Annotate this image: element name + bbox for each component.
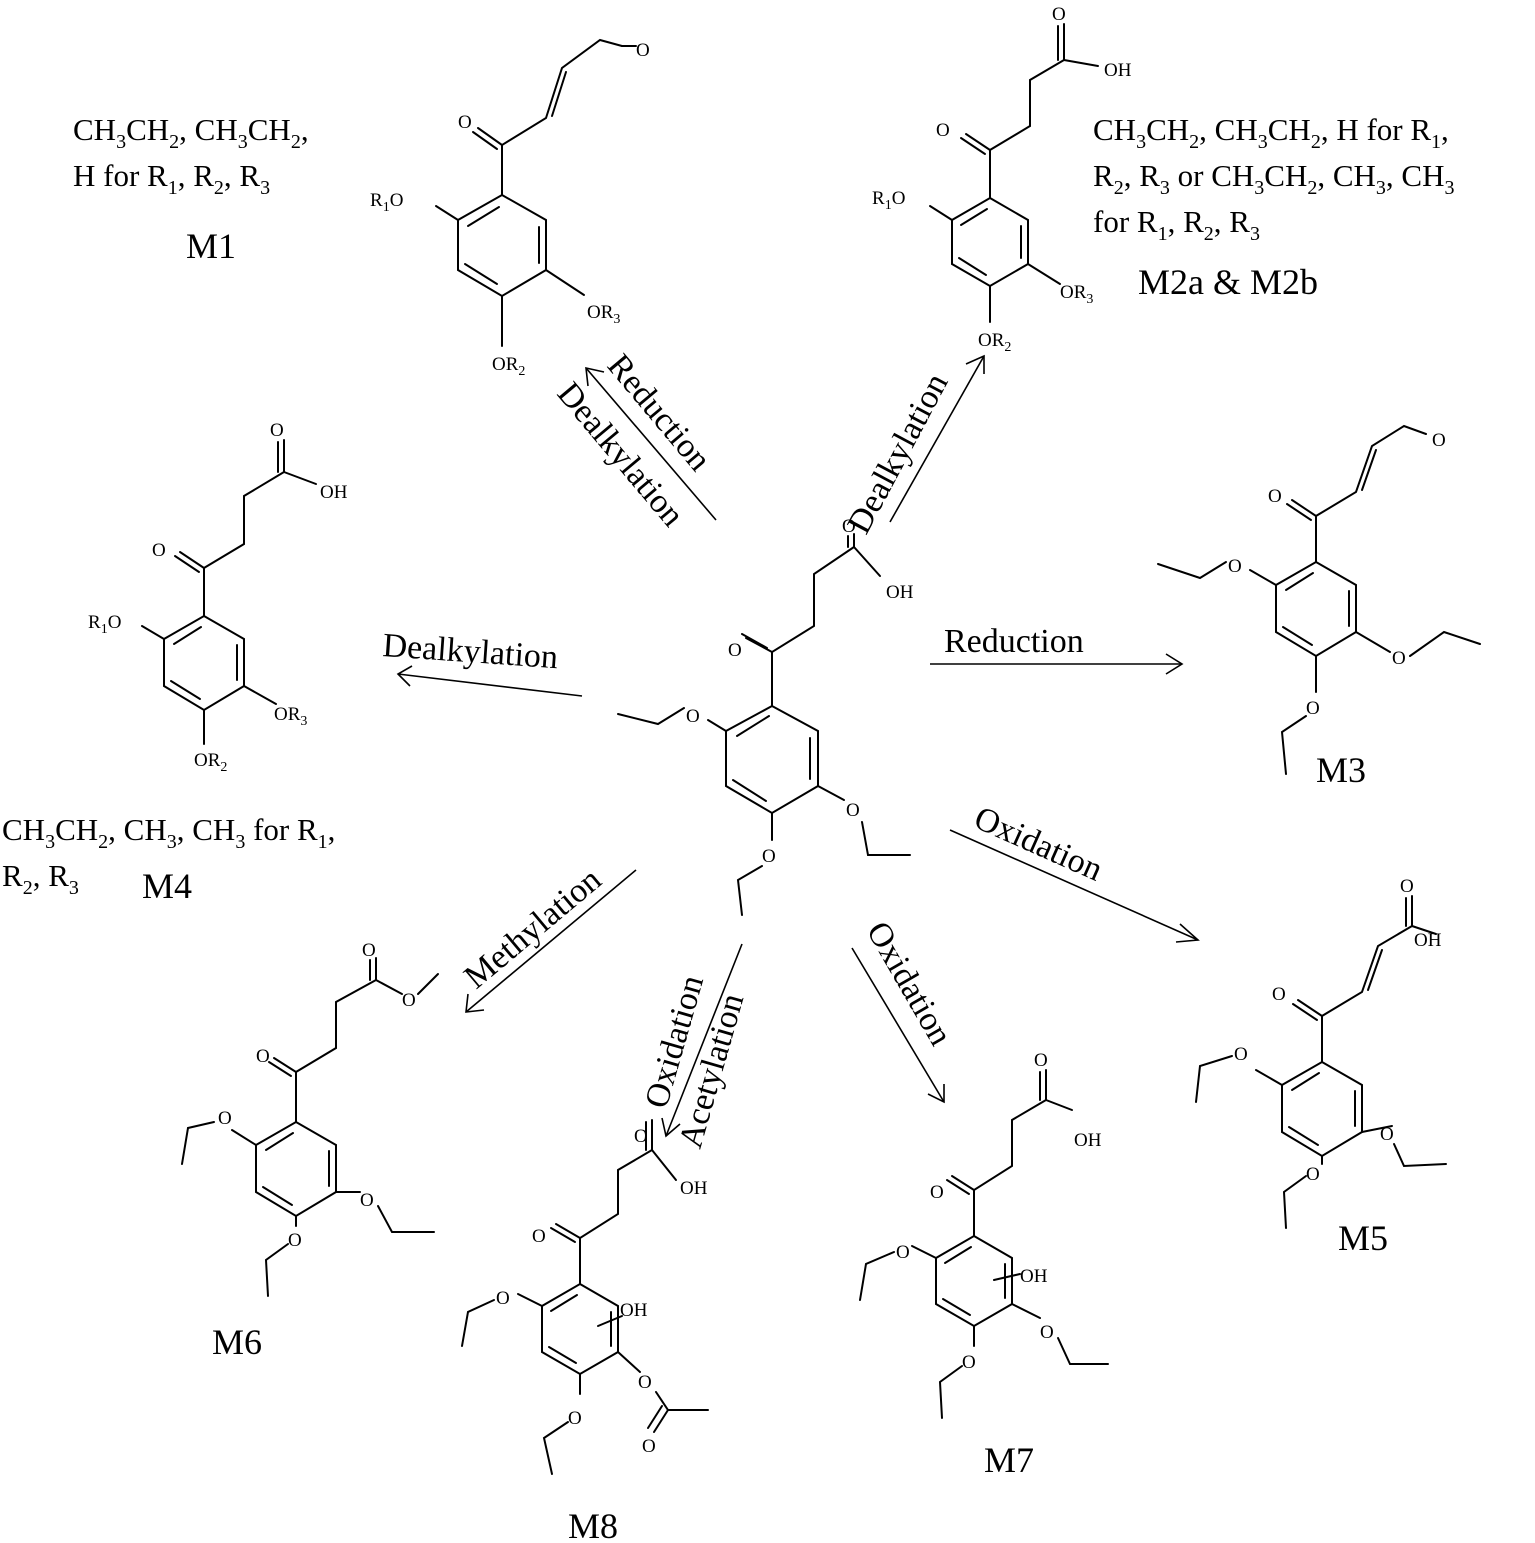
m1-ketone-o: O <box>458 112 472 133</box>
metabolite-m1: CH3CH2, CH3CH2, H for R1, R2, R3 M1 O O … <box>73 38 650 379</box>
m4-or2: OR2 <box>194 750 227 775</box>
m1-or3: OR3 <box>587 302 620 327</box>
arrow-to-m2: Dealkylation <box>840 354 985 540</box>
m4-label: M4 <box>142 866 192 906</box>
metabolite-m5: O O OH O O O M5 <box>1195 876 1447 1258</box>
metabolite-m4: O O OH R1O OR3 OR2 CH3CH2, CH3, CH3 for … <box>2 420 348 906</box>
m6-ester-o: O <box>402 990 416 1011</box>
arrow-to-m7: Oxidation <box>851 916 959 1104</box>
metabolite-m2: CH3CH2, CH3CH2, H for R1, R2, R3 or CH3C… <box>872 4 1455 355</box>
m5-o5: O <box>1380 1124 1394 1145</box>
center-o4: O <box>762 846 776 867</box>
rx-m5-label-1: Oxidation <box>969 800 1108 889</box>
arrow-to-m1: Reduction Dealkylation <box>550 347 718 533</box>
m7-ketone-o: O <box>930 1182 944 1203</box>
m5-label: M5 <box>1338 1218 1388 1258</box>
metabolite-m7: O O OH OH O O O M7 <box>859 1050 1109 1480</box>
m2-or3: OR3 <box>1060 282 1093 307</box>
parent-compound: O O OH O O O <box>617 516 914 916</box>
m5-ketone-o: O <box>1272 984 1286 1005</box>
m5-o4: O <box>1306 1164 1320 1185</box>
center-acid-oh: OH <box>886 582 914 603</box>
m7-acid-oh: OH <box>1074 1130 1102 1151</box>
m4-acid-o: O <box>270 420 284 441</box>
center-o5: O <box>846 800 860 821</box>
m4-acid-oh: OH <box>320 482 348 503</box>
rx-m3-label-1: Reduction <box>944 623 1084 660</box>
m1-substituents-line2: H for R1, R2, R3 <box>73 158 270 199</box>
m3-aldehyde-o: O <box>1432 430 1446 451</box>
m8-acid-o: O <box>634 1126 648 1147</box>
m4-ketone-o: O <box>152 540 166 561</box>
m6-ketone-o: O <box>256 1046 270 1067</box>
m8-label: M8 <box>568 1506 618 1543</box>
m6-o5: O <box>360 1190 374 1211</box>
m8-acetoxy-o: O <box>638 1372 652 1393</box>
m5-acid-oh: OH <box>1414 930 1442 951</box>
m2-acid-oh: OH <box>1104 60 1132 81</box>
m1-r1o: R1O <box>370 190 403 215</box>
m3-label: M3 <box>1316 750 1366 790</box>
m6-ester-carbonyl-o: O <box>362 940 376 961</box>
m8-ketone-o: O <box>532 1226 546 1247</box>
m2-r1o: R1O <box>872 188 905 213</box>
center-ketone-o: O <box>728 640 742 661</box>
m1-label: M1 <box>186 226 236 266</box>
m7-o5: O <box>1040 1322 1054 1343</box>
m5-o2: O <box>1234 1044 1248 1065</box>
m3-o5: O <box>1392 648 1406 669</box>
m3-o4: O <box>1306 698 1320 719</box>
m2-or2: OR2 <box>978 330 1011 355</box>
arrow-to-m5: Oxidation <box>949 800 1200 943</box>
m2-substituents-line1: CH3CH2, CH3CH2, H for R1, <box>1093 112 1449 153</box>
m7-ring-oh: OH <box>1020 1266 1048 1287</box>
m6-o2: O <box>218 1108 232 1129</box>
m7-o2: O <box>896 1242 910 1263</box>
m3-ketone-o: O <box>1268 486 1282 507</box>
m4-or3: OR3 <box>274 704 307 729</box>
metabolite-m3: O O O O O M3 <box>1157 424 1481 790</box>
m2-ketone-o: O <box>936 120 950 141</box>
m2-acid-o: O <box>1052 4 1066 25</box>
m3-o2: O <box>1228 556 1242 577</box>
m8-o4: O <box>568 1408 582 1429</box>
m8-acetyl-o: O <box>642 1436 656 1457</box>
m8-acid-oh: OH <box>680 1178 708 1199</box>
m4-substituents-line2: R2, R3 <box>2 858 79 899</box>
m6-label: M6 <box>212 1322 262 1362</box>
m7-acid-o: O <box>1034 1050 1048 1071</box>
m7-o4: O <box>962 1352 976 1373</box>
center-acid-o: O <box>842 516 856 537</box>
m7-label: M7 <box>984 1440 1034 1480</box>
m1-or2: OR2 <box>492 354 525 379</box>
rx-m6-label-1: Methylation <box>457 861 608 996</box>
m8-ring-oh: OH <box>620 1300 648 1321</box>
m6-o4: O <box>288 1230 302 1251</box>
m2-label: M2a & M2b <box>1138 262 1318 302</box>
m1-aldehyde-o: O <box>636 40 650 61</box>
arrow-to-m3: Reduction <box>930 623 1184 675</box>
m4-substituents-line1: CH3CH2, CH3, CH3 for R1, <box>2 812 335 853</box>
m2-substituents-line2: R2, R3 or CH3CH2, CH3, CH3 <box>1093 158 1455 199</box>
m5-acid-o: O <box>1400 876 1414 897</box>
center-o2: O <box>686 706 700 727</box>
arrow-to-m6: Methylation <box>457 861 637 1013</box>
arrow-to-m8: Oxidation Acetylation <box>638 943 751 1152</box>
m2-substituents-line3: for R1, R2, R3 <box>1093 204 1260 245</box>
rx-m2-label-1: Dealkylation <box>840 367 955 539</box>
arrow-to-m4: Dealkylation <box>381 627 583 697</box>
metabolite-m6: O O O O O O M6 <box>181 940 439 1362</box>
m8-o2: O <box>496 1288 510 1309</box>
m1-substituents-line1: CH3CH2, CH3CH2, <box>73 112 309 153</box>
metabolite-m8: O O OH OH O O O O M8 <box>461 1119 709 1543</box>
m4-r1o: R1O <box>88 612 121 637</box>
